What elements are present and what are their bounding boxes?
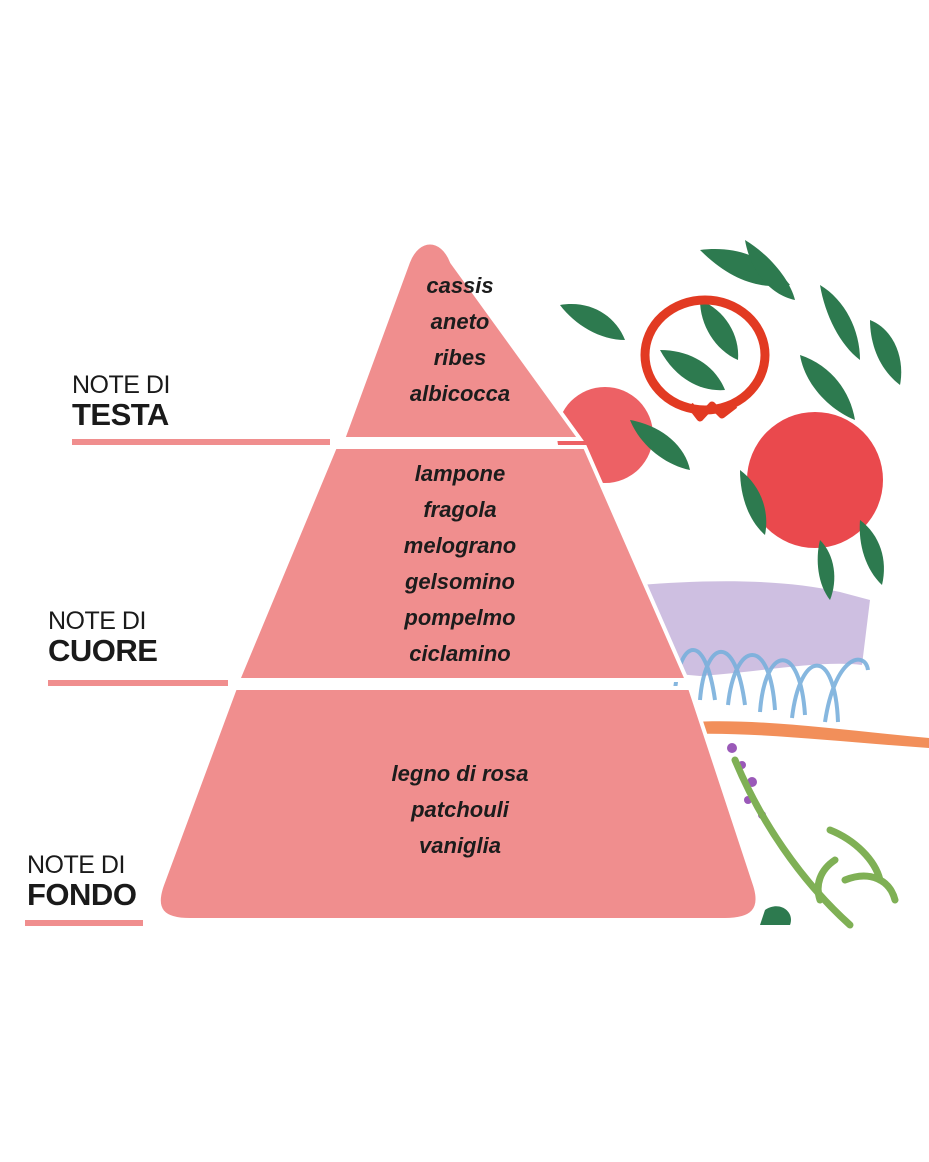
note-item: patchouli: [411, 797, 509, 822]
note-item: cassis: [426, 273, 494, 298]
pyramid-tier-cuore: [235, 445, 691, 682]
leaf-bottom: [760, 906, 791, 925]
notes-list-cuore: lampone fragola melograno gelsomino pomp…: [340, 456, 580, 672]
notes-list-testa: cassis aneto ribes albicocca: [360, 268, 560, 412]
label-prefix: NOTE DI: [27, 851, 125, 879]
note-item: ciclamino: [409, 641, 511, 666]
blue-arcs: [673, 648, 870, 723]
underline-testa: [72, 439, 330, 445]
green-sprig: [731, 756, 899, 929]
green-leaves: [560, 240, 902, 600]
underline-fondo: [25, 920, 143, 926]
label-name: FONDO: [27, 877, 137, 912]
note-item: aneto: [430, 309, 490, 334]
orange-stripe: [690, 721, 929, 748]
label-note-di-testa: NOTE DI TESTA: [72, 371, 170, 432]
note-item: lampone: [414, 461, 506, 486]
note-item: legno di rosa: [391, 761, 529, 786]
label-prefix: NOTE DI: [48, 607, 146, 635]
notes-list-fondo: legno di rosa patchouli vaniglia: [340, 756, 580, 864]
note-item: ribes: [433, 345, 487, 370]
label-note-di-fondo: NOTE DI FONDO: [27, 851, 137, 912]
pyramid-tier-testa: [340, 240, 584, 441]
note-item: gelsomino: [404, 569, 515, 594]
note-item: pompelmo: [404, 605, 516, 630]
label-name: CUORE: [48, 633, 158, 668]
note-item: melograno: [403, 533, 517, 558]
note-item: albicocca: [409, 381, 511, 406]
pomegranate-crown: [687, 401, 738, 422]
fruit-right: [747, 412, 883, 548]
label-name: TESTA: [72, 397, 169, 432]
underline-cuore: [48, 680, 228, 686]
label-prefix: NOTE DI: [72, 371, 170, 399]
label-note-di-cuore: NOTE DI CUORE: [48, 607, 158, 668]
note-item: vaniglia: [419, 833, 501, 858]
note-item: fragola: [423, 497, 497, 522]
pyramid-tier-fondo: [156, 686, 760, 922]
